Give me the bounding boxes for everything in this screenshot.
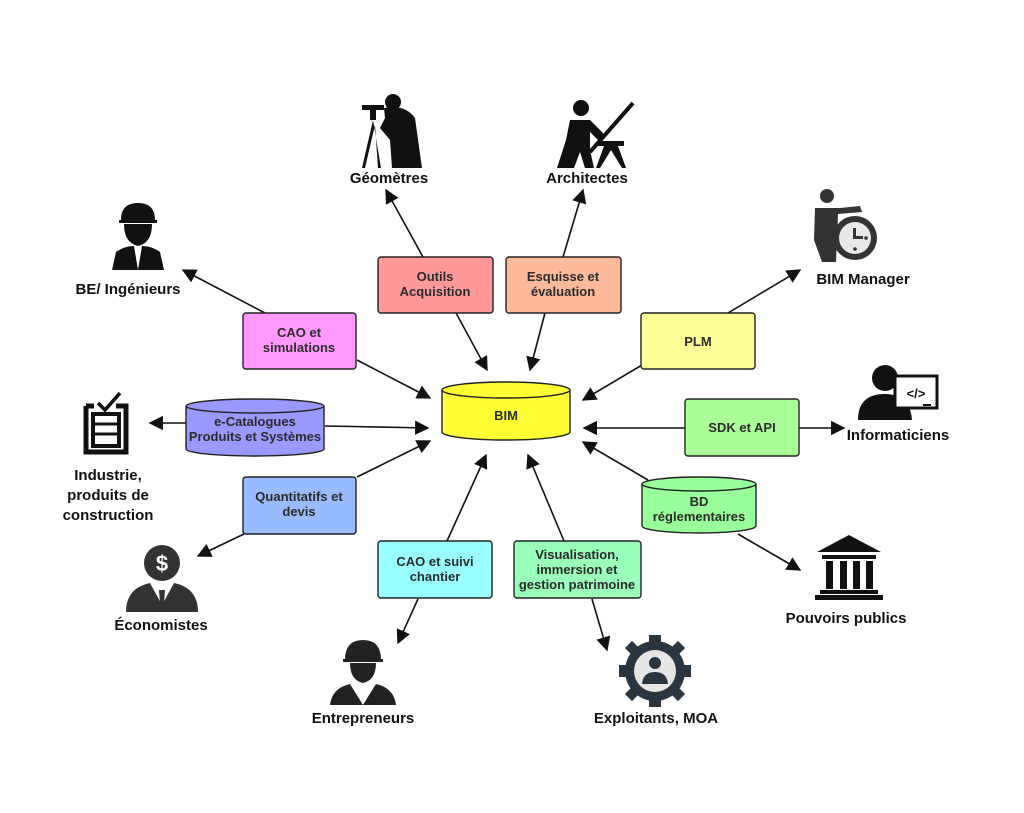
actor-pouvoirs-label: Pouvoirs publics: [786, 610, 907, 627]
tool-ecat-line1: e-Catalogues: [214, 414, 296, 429]
edge-plm-manager: [727, 269, 802, 314]
tool-outils-line1: Outils: [417, 269, 454, 284]
actor-geometres[interactable]: Géomètres: [350, 94, 428, 187]
tool-esquisse-line1: Esquisse et: [527, 269, 600, 284]
tool-sdk-line1: SDK et API: [708, 420, 775, 435]
connectors: [148, 188, 846, 652]
tool-quant-line2: devis: [282, 504, 315, 519]
contractor-icon: [330, 640, 396, 705]
tool-ecatalogues[interactable]: e-Catalogues Produits et Systèmes: [185, 398, 325, 457]
actor-pouvoirs-publics[interactable]: Pouvoirs publics: [786, 535, 907, 627]
surveyor-icon: [362, 94, 422, 168]
tool-visu-line2: immersion et: [537, 562, 619, 577]
actor-architectes-label: Architectes: [546, 170, 628, 187]
edge-chantier-entrepreneurs: [396, 598, 419, 645]
tool-cao-chantier[interactable]: CAO et suivi chantier: [377, 540, 493, 599]
edge-cao-ingenieurs: [181, 269, 266, 314]
bim-hub[interactable]: BIM: [441, 381, 571, 441]
edge-bd-bim: [581, 441, 649, 481]
actor-bim-manager[interactable]: BIM Manager: [814, 189, 910, 288]
tool-quantitatifs[interactable]: Quantitatifs et devis: [242, 476, 357, 535]
architect-icon: [557, 100, 635, 168]
economist-icon: $: [126, 545, 198, 612]
tool-cao-sim-line1: CAO et: [277, 325, 322, 340]
tool-esquisse-line2: évaluation: [531, 284, 595, 299]
tool-esquisse[interactable]: Esquisse et évaluation: [505, 256, 622, 314]
tool-bd-line1: BD: [690, 494, 709, 509]
tool-plm[interactable]: PLM: [640, 312, 756, 370]
tool-ecat-line2: Produits et Systèmes: [189, 429, 321, 444]
manager-clock-icon: [814, 189, 877, 262]
edge-plm-bim: [581, 364, 643, 401]
actor-industrie-line2: produits de: [67, 487, 149, 504]
actor-geometres-label: Géomètres: [350, 170, 428, 187]
actor-architectes[interactable]: Architectes: [546, 100, 635, 187]
svg-text:</>: </>: [907, 386, 926, 401]
tool-sdk-api[interactable]: SDK et API: [684, 398, 800, 457]
edge-cao-bim: [356, 359, 432, 399]
edge-visu-bim: [526, 453, 565, 542]
tool-outils-line2: Acquisition: [400, 284, 471, 299]
developer-icon: </>: [858, 365, 939, 420]
tool-visu-line3: gestion patrimoine: [519, 577, 635, 592]
tool-cao-sim-line2: simulations: [263, 340, 335, 355]
edge-ecat-bim: [324, 420, 430, 435]
edge-quant-eco: [196, 533, 245, 557]
actor-industrie[interactable]: Industrie, produits de construction: [63, 391, 154, 524]
tool-visu-line1: Visualisation,: [535, 547, 619, 562]
actor-informaticiens-label: Informaticiens: [847, 427, 950, 444]
edge-bd-pouvoirs: [737, 533, 802, 571]
actor-entrepreneurs-label: Entrepreneurs: [312, 710, 415, 727]
government-icon: [815, 535, 883, 600]
actor-economistes[interactable]: $ Économistes: [114, 545, 208, 634]
actor-ingenieurs[interactable]: BE/ Ingénieurs: [75, 203, 181, 298]
actor-economistes-label: Économistes: [114, 617, 207, 634]
edge-outils-geometres: [385, 188, 424, 258]
tool-outils[interactable]: Outils Acquisition: [377, 256, 494, 314]
bim-hub-label: BIM: [494, 408, 518, 423]
actor-informaticiens[interactable]: </> Informaticiens: [847, 365, 950, 444]
actor-exploitants-label: Exploitants, MOA: [594, 710, 718, 727]
actor-industrie-line3: construction: [63, 507, 154, 524]
tool-cao-simulations[interactable]: CAO et simulations: [242, 312, 357, 370]
operator-gear-icon: [619, 635, 691, 707]
actor-industrie-line1: Industrie,: [74, 467, 142, 484]
bim-hub-body: [441, 390, 571, 441]
actor-ingenieurs-label: BE/ Ingénieurs: [75, 281, 180, 298]
tool-quant-line1: Quantitatifs et: [255, 489, 343, 504]
engineer-icon: [112, 203, 164, 270]
edge-esquisse-architectes: [562, 188, 587, 258]
actor-bim-manager-label: BIM Manager: [816, 271, 910, 288]
tool-plm-line1: PLM: [684, 334, 711, 349]
tool-chantier-line1: CAO et suivi: [396, 554, 473, 569]
actor-exploitants[interactable]: Exploitants, MOA: [594, 635, 718, 727]
svg-text:$: $: [156, 551, 168, 576]
actor-entrepreneurs[interactable]: Entrepreneurs: [312, 640, 415, 727]
checklist-icon: [83, 391, 129, 455]
edge-chantier-bim: [446, 453, 488, 542]
edge-esquisse-bim: [526, 312, 546, 372]
tool-bd-reglementaires[interactable]: BD réglementaires: [641, 476, 757, 534]
edge-outils-bim: [455, 312, 488, 372]
tool-visualisation[interactable]: Visualisation, immersion et gestion patr…: [513, 540, 642, 599]
edge-visu-exploitants: [591, 598, 611, 652]
tool-bd-line2: réglementaires: [653, 509, 746, 524]
bim-hub-top: [441, 381, 571, 399]
tool-chantier-line2: chantier: [410, 569, 461, 584]
edge-quant-bim: [356, 440, 432, 478]
